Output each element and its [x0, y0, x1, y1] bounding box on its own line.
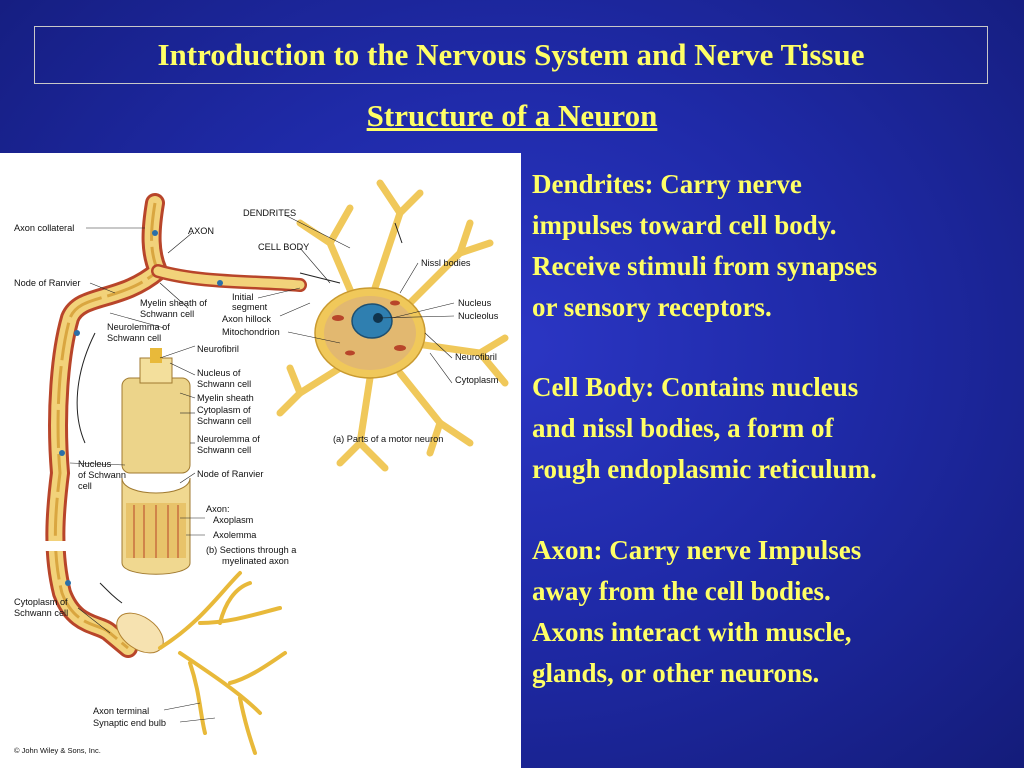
axon-section — [121, 348, 191, 575]
copyright: © John Wiley & Sons, Inc. — [14, 746, 101, 755]
label-nucleus-left-2: of Schwann — [78, 470, 126, 480]
label-nissl-bodies: Nissl bodies — [421, 258, 471, 268]
label-cell-body: CELL BODY — [258, 242, 309, 252]
axon-terminal — [158, 571, 287, 755]
slide-subtitle: Structure of a Neuron — [366, 98, 658, 133]
label-cytoplasm-left-2: Schwann cell — [14, 608, 68, 618]
label-initial-segment: Initial — [232, 292, 253, 302]
label-mitochondrion: Mitochondrion — [222, 327, 280, 337]
dendrites-line: impulses toward cell body. — [532, 210, 837, 240]
label-initial-segment-2: segment — [232, 302, 268, 312]
caption-b-2: myelinated axon — [222, 556, 289, 566]
label-dendrites: DENDRITES — [243, 208, 296, 218]
label-cytoplasm-of-schwann-2: Schwann cell — [197, 416, 251, 426]
label-nucleus-left-3: cell — [78, 481, 92, 491]
label-myelin-sheath-2: Schwann cell — [140, 309, 194, 319]
label-axon-collateral: Axon collateral — [14, 223, 74, 233]
neuron-illustration: Axon collateral AXON DENDRITES CELL BODY… — [14, 179, 509, 755]
cell-body-line: and nissl bodies, a form of — [532, 413, 834, 443]
label-axolemma: Axolemma — [213, 530, 257, 540]
label-nucleus-of-schwann-2: Schwann cell — [197, 379, 251, 389]
cell-body — [276, 179, 509, 472]
label-node-of-ranvier-2: Node of Ranvier — [197, 469, 263, 479]
label-cytoplasm: Cytoplasm — [455, 375, 499, 385]
caption-b: (b) Sections through a — [206, 545, 297, 555]
label-synaptic-end-bulb: Synaptic end bulb — [93, 718, 166, 728]
label-myelin-sheath: Myelin sheath of — [140, 298, 207, 308]
axon-line: away from the cell bodies. — [532, 576, 831, 606]
label-neurolemma-b: Neurolemma of — [197, 434, 260, 444]
label-axon-hillock: Axon hillock — [222, 314, 271, 324]
label-axon: AXON — [188, 226, 214, 236]
label-neurolemma: Neurolemma of — [107, 322, 170, 332]
axon-line: Axon: Carry nerve Impulses — [532, 535, 862, 565]
axon-description: Axon: Carry nerve Impulses away from the… — [532, 530, 1002, 694]
label-nucleolus: Nucleolus — [458, 311, 499, 321]
label-node-of-ranvier: Node of Ranvier — [14, 278, 80, 288]
neuron-figure: Axon collateral AXON DENDRITES CELL BODY… — [0, 153, 521, 768]
cell-body-line: rough endoplasmic reticulum. — [532, 454, 877, 484]
label-neurolemma-b-2: Schwann cell — [197, 445, 251, 455]
label-nucleus-of-schwann: Nucleus of — [197, 368, 241, 378]
dendrites-line: Dendrites: Carry nerve — [532, 169, 802, 199]
label-neurofibril-right: Neurofibril — [455, 352, 497, 362]
caption-a: (a) Parts of a motor neuron — [333, 434, 443, 444]
axon-line: Axons interact with muscle, — [532, 617, 852, 647]
label-neurofibril-left: Neurofibril — [197, 344, 239, 354]
label-myelin-sheath-b: Myelin sheath — [197, 393, 254, 403]
label-cytoplasm-of-schwann: Cytoplasm of — [197, 405, 251, 415]
label-neurolemma-2: Schwann cell — [107, 333, 161, 343]
label-cytoplasm-left: Cytoplasm of — [14, 597, 68, 607]
axon-line: glands, or other neurons. — [532, 658, 820, 688]
dendrites-line: Receive stimuli from synapses — [532, 251, 878, 281]
cell-body-line: Cell Body: Contains nucleus — [532, 372, 859, 402]
dendrites-line: or sensory receptors. — [532, 292, 772, 322]
label-axon-b: Axon: — [206, 504, 230, 514]
myelinated-axon — [40, 193, 307, 658]
cell-body-description: Cell Body: Contains nucleus and nissl bo… — [532, 367, 1002, 490]
slide-title: Introduction to the Nervous System and N… — [157, 37, 865, 72]
flow-arrows — [76, 222, 403, 604]
label-nucleus: Nucleus — [458, 298, 492, 308]
label-axon-terminal: Axon terminal — [93, 706, 149, 716]
label-axoplasm: Axoplasm — [213, 515, 254, 525]
label-nucleus-left: Nucleus — [78, 459, 112, 469]
dendrites-description: Dendrites: Carry nerve impulses toward c… — [532, 164, 1002, 328]
figure-labels: Axon collateral AXON DENDRITES CELL BODY… — [14, 208, 499, 755]
leader-lines — [69, 214, 455, 723]
title-box: Introduction to the Nervous System and N… — [34, 26, 988, 84]
